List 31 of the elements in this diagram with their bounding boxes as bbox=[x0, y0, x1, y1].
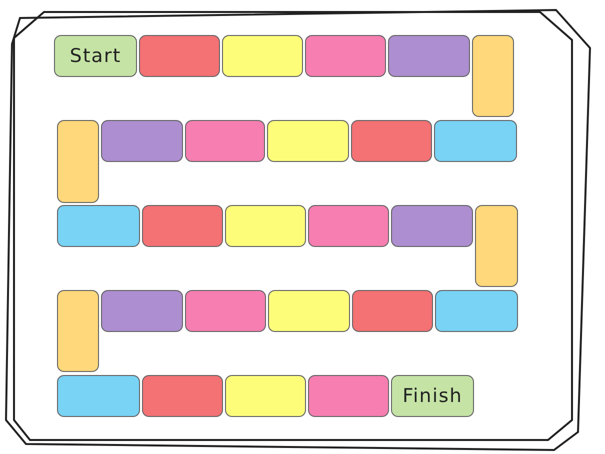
board-space bbox=[185, 290, 266, 332]
board-space bbox=[308, 375, 389, 417]
board-space bbox=[142, 375, 223, 417]
board-space bbox=[308, 205, 389, 247]
board-space bbox=[142, 205, 223, 247]
board-space bbox=[57, 205, 140, 247]
board-space bbox=[101, 290, 183, 332]
space-label: Finish bbox=[402, 385, 463, 407]
board-space bbox=[185, 120, 265, 162]
board-space bbox=[225, 205, 306, 247]
board-space bbox=[222, 35, 303, 77]
board-space bbox=[351, 120, 432, 162]
board-space bbox=[225, 375, 306, 417]
board-space bbox=[391, 375, 474, 417]
board-space bbox=[139, 35, 220, 77]
board-space bbox=[305, 35, 386, 77]
board-space bbox=[475, 205, 518, 287]
board-space bbox=[57, 375, 140, 417]
board-space bbox=[352, 290, 433, 332]
board-space bbox=[57, 120, 99, 203]
board-space bbox=[434, 120, 517, 162]
board-space bbox=[268, 290, 350, 332]
board-space bbox=[101, 120, 183, 162]
board-space bbox=[472, 35, 514, 117]
board-space bbox=[267, 120, 349, 162]
board-space bbox=[388, 35, 470, 77]
board-space bbox=[54, 35, 137, 77]
board-space bbox=[435, 290, 518, 332]
space-label: Start bbox=[70, 45, 122, 67]
board-space bbox=[57, 290, 99, 372]
board-space bbox=[391, 205, 473, 247]
